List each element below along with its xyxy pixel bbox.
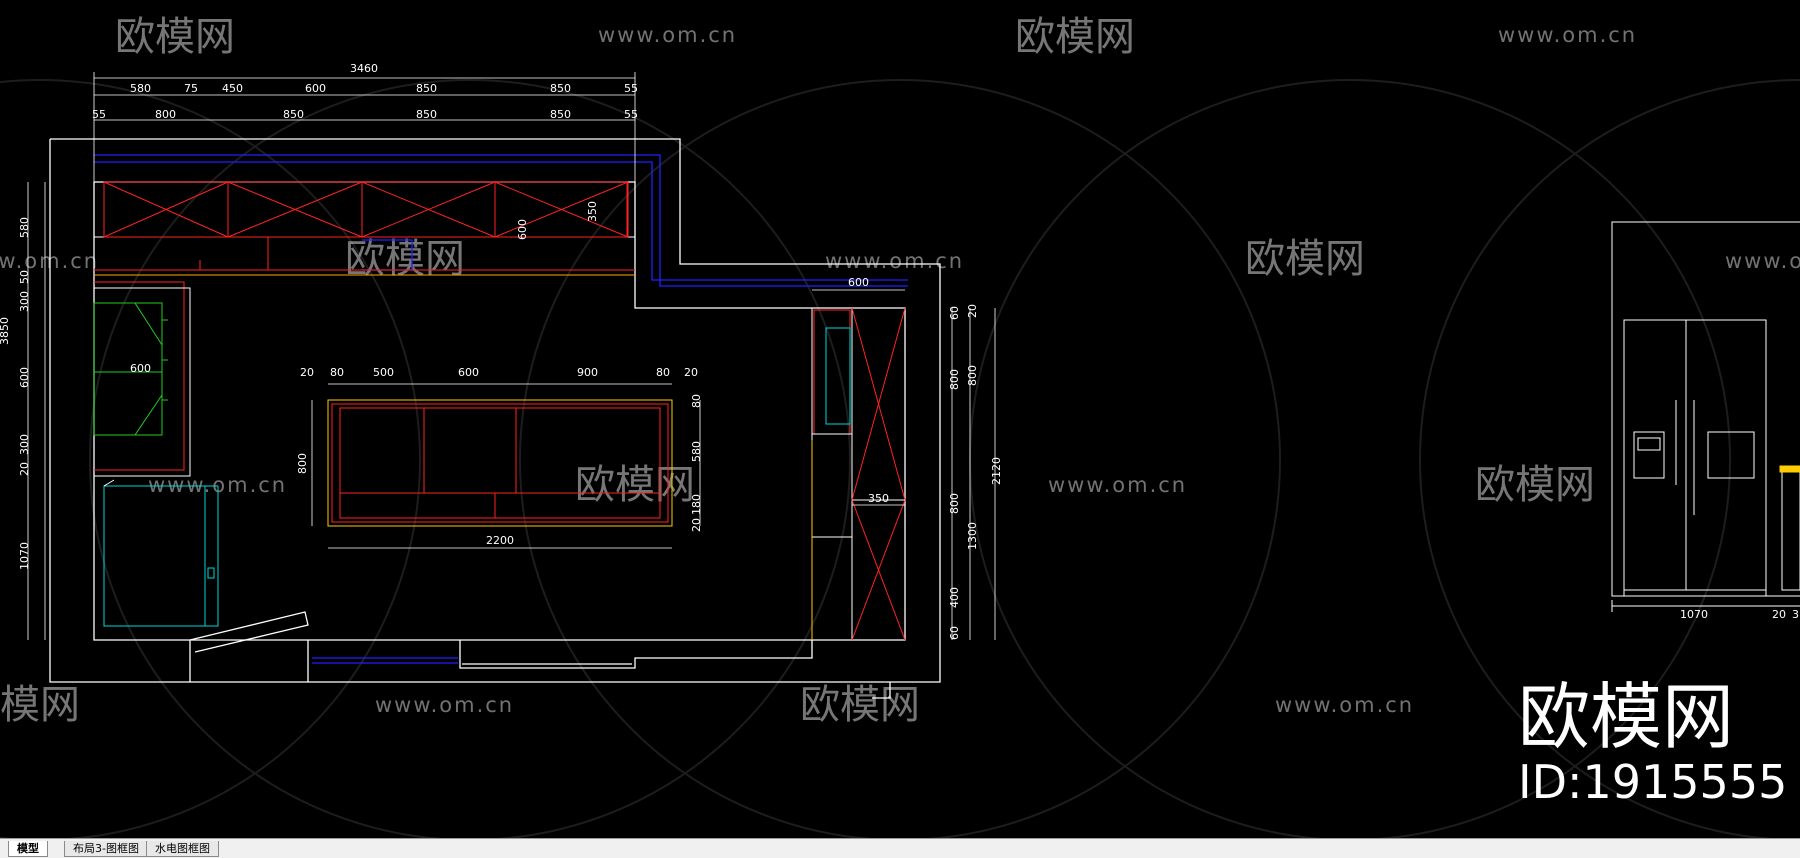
- dim-top1-seg: 450: [222, 82, 243, 95]
- watermark-logo: 欧模网: [1245, 236, 1365, 282]
- appliance-unit: [103, 479, 219, 627]
- dim-island-right: 80: [690, 394, 703, 408]
- fridge-elevation: [1611, 221, 1800, 612]
- dim-top2-seg: 55: [624, 108, 638, 121]
- dim-cab-height: 350: [586, 201, 599, 222]
- brand-watermark: 欧模网: [1518, 675, 1734, 759]
- dim-top2-seg: 850: [283, 108, 304, 121]
- watermark-url: www.om.cn: [148, 473, 287, 497]
- tall-cabinets: [811, 307, 906, 641]
- dim-right-inner: 800: [966, 365, 979, 386]
- dim-left-seg: 600: [18, 367, 31, 388]
- dim-island-top: 80: [330, 366, 344, 379]
- dim-top1-seg: 850: [416, 82, 437, 95]
- dim-total-top: 3460: [350, 62, 378, 75]
- id-watermark: ID:1915555: [1518, 755, 1787, 809]
- dim-cab-height2: 600: [516, 219, 529, 240]
- watermark-logo: 欧模网: [115, 14, 235, 60]
- watermark-texts: 欧模网 www.om.cn 欧模网 www.om.cn www.om.cn 欧模…: [0, 14, 1800, 728]
- water-pipes: [94, 154, 908, 664]
- dimension-texts: 3460 580 75 450 600 850 850 55 55 800 85…: [0, 62, 1003, 640]
- watermark-url: www.om.cn: [825, 249, 964, 273]
- upper-cabinets: [93, 181, 636, 477]
- dim-island-top: 80: [656, 366, 670, 379]
- dim-island-top: 20: [684, 366, 698, 379]
- dim-fridge-gap: 20: [1772, 608, 1786, 621]
- watermark-logo: 欧模网: [345, 236, 465, 282]
- dim-col-width: 350: [868, 492, 889, 505]
- dim-left-total: 3850: [0, 317, 11, 345]
- watermark-url: www.om.cn: [1725, 249, 1800, 273]
- watermark-url: www.om.cn: [598, 23, 737, 47]
- dim-right-tick: 20: [966, 304, 979, 318]
- dimension-lines: [27, 72, 996, 640]
- tab-layout-3[interactable]: 布局3-图框图: [64, 841, 148, 857]
- dim-right-total: 2120: [990, 457, 1003, 485]
- dim-right-v: 60: [948, 626, 961, 640]
- dim-top1-seg: 55: [624, 82, 638, 95]
- dim-top1-seg: 580: [130, 82, 151, 95]
- watermark-url: www.om.cn: [1498, 23, 1637, 47]
- watermark-logo: 欧模网: [1475, 462, 1595, 508]
- dim-fridge-gap2: 3: [1792, 608, 1799, 621]
- dim-right-inner: 1300: [966, 522, 979, 550]
- dim-top2-seg: 850: [416, 108, 437, 121]
- dim-left-seg: 300: [18, 291, 31, 312]
- watermark-logo: 欧模网: [0, 682, 80, 728]
- tab-model[interactable]: 模型: [8, 841, 48, 857]
- dim-left-seg: 50: [18, 270, 31, 284]
- cad-drawing-canvas[interactable]: 欧模网 www.om.cn 欧模网 www.om.cn www.om.cn 欧模…: [0, 0, 1800, 838]
- watermark-logo: 欧模网: [1015, 14, 1135, 60]
- dim-fridge-width: 1070: [1680, 608, 1708, 621]
- dim-island-top: 20: [300, 366, 314, 379]
- dim-top1-seg: 600: [305, 82, 326, 95]
- dim-right-width: 600: [848, 276, 869, 289]
- dim-right-v: 400: [948, 587, 961, 608]
- dim-left-seg: 300: [18, 434, 31, 455]
- dim-island-width: 2200: [486, 534, 514, 547]
- dim-top1-seg: 75: [184, 82, 198, 95]
- dim-top2-seg: 850: [550, 108, 571, 121]
- dim-left-seg: 580: [18, 217, 31, 238]
- watermark-logo: 欧模网: [575, 462, 695, 508]
- watermark-logo: 欧模网: [800, 682, 920, 728]
- dim-island-top: 500: [373, 366, 394, 379]
- dim-island-height: 800: [296, 453, 309, 474]
- dim-island-top: 600: [458, 366, 479, 379]
- dim-top1-seg: 850: [550, 82, 571, 95]
- range-hood: [93, 302, 168, 436]
- dim-island-right: 180: [690, 494, 703, 515]
- watermark-url: www.om.cn: [1048, 473, 1187, 497]
- layout-tab-bar: 模型 布局3-图框图 水电图框图: [0, 838, 1800, 858]
- watermark-url: www.om.cn: [1275, 693, 1414, 717]
- dim-left-seg: 1070: [18, 542, 31, 570]
- dim-top2-seg: 55: [92, 108, 106, 121]
- dim-hood-width: 600: [130, 362, 151, 375]
- dim-right-v: 60: [948, 306, 961, 320]
- tab-plumbing-electrical[interactable]: 水电图框图: [146, 841, 219, 857]
- dim-right-v: 800: [948, 493, 961, 514]
- dim-island-top: 900: [577, 366, 598, 379]
- dim-top2-seg: 800: [155, 108, 176, 121]
- dim-right-v: 800: [948, 369, 961, 390]
- watermark-url: www.om.cn: [0, 249, 99, 273]
- dim-island-right: 580: [690, 441, 703, 462]
- dim-island-right: 20: [690, 518, 703, 532]
- watermark-url: www.om.cn: [375, 693, 514, 717]
- dim-left-seg: 20: [18, 462, 31, 476]
- kitchen-island: [327, 399, 673, 527]
